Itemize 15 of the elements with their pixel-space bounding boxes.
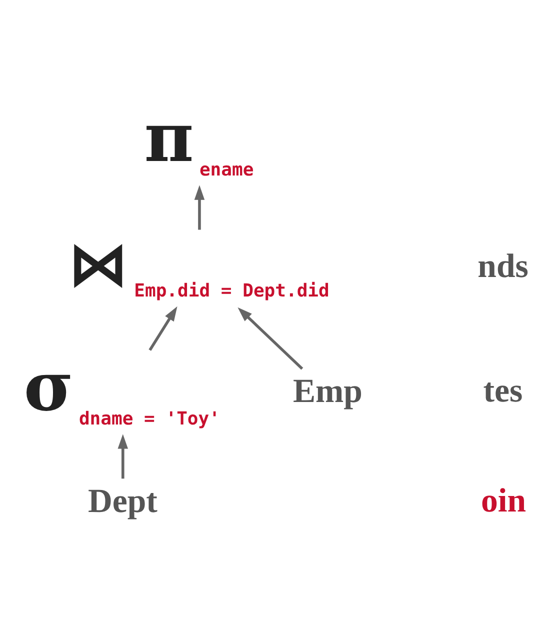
node-text: Emp — [292, 373, 362, 410]
label: tes — [483, 372, 523, 410]
arrow — [194, 185, 205, 230]
label: nds — [478, 248, 528, 286]
arrow — [238, 307, 304, 370]
arrow — [148, 306, 178, 351]
node-label: Emp.did = Dept.did — [134, 280, 330, 302]
label: oin — [481, 482, 526, 520]
node-text: Dept — [88, 483, 158, 520]
node-label: dname = 'Toy' — [78, 408, 220, 430]
arrow — [118, 434, 128, 479]
node-label: ename — [199, 160, 254, 181]
node-text: π — [144, 98, 194, 178]
node-text: ⋈ — [68, 230, 128, 300]
node-text: σ — [24, 347, 74, 426]
